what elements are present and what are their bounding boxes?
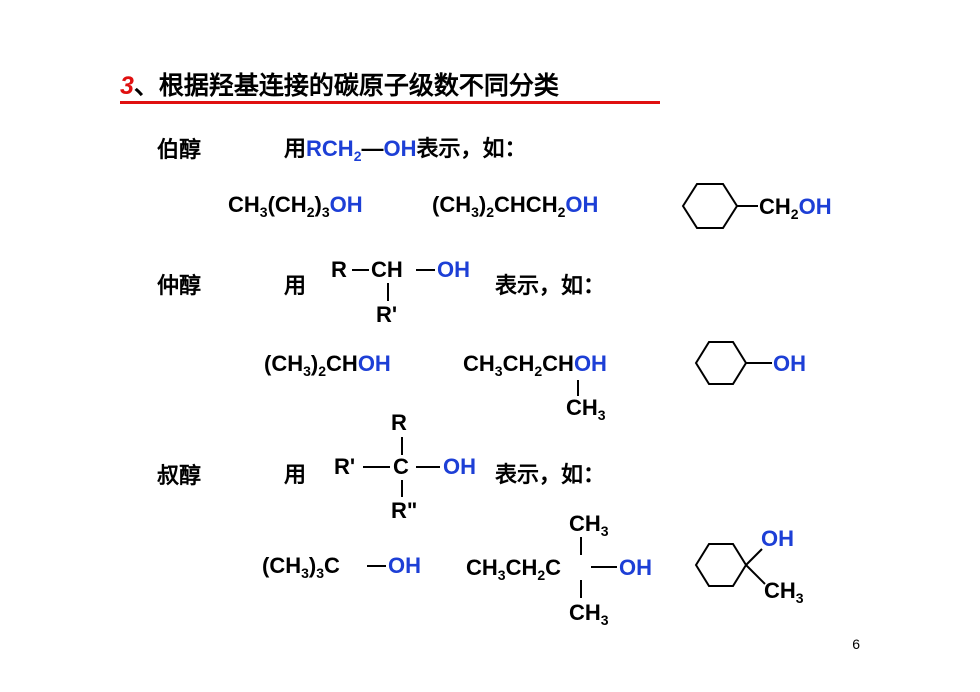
secondary-formula-r-prime: R' [376, 302, 398, 327]
tertiary-example-2-bottom: CH3 [569, 600, 609, 628]
tertiary-formula-c: C [393, 454, 409, 479]
use-word: 用 [284, 136, 307, 161]
page-number: 6 [852, 636, 860, 652]
tertiary-example-2-oh: OH [619, 555, 652, 580]
secondary-use-word: 用 [284, 273, 307, 298]
tertiary-example-2-top: CH3 [569, 511, 609, 539]
primary-example-1: CH3(CH2)3OH [228, 192, 363, 220]
title-text: 、根据羟基连接的碳原子级数不同分类 [133, 72, 559, 100]
formula-oh: OH [383, 136, 417, 161]
formula-bond: — [361, 136, 384, 161]
secondary-formula-r: R [331, 257, 347, 282]
slide-title: 3、根据羟基连接的碳原子级数不同分类 [120, 66, 559, 102]
secondary-example-2-branch: CH3 [566, 395, 606, 423]
secondary-example-2: CH3CH2CHOH [463, 351, 607, 379]
tertiary-suffix: 表示，如： [495, 462, 606, 487]
secondary-example-1: (CH3)2CHOH [264, 351, 391, 379]
secondary-alcohol-label: 仲醇 [157, 273, 202, 298]
secondary-suffix: 表示，如： [495, 273, 606, 298]
hydroxyl: OH [329, 192, 363, 217]
title-underline [120, 101, 660, 104]
primary-example-2: (CH3)2CHCH2OH [432, 192, 599, 220]
primary-alcohol-label: 伯醇 [157, 137, 202, 162]
formula-rch: RCH [306, 136, 354, 161]
title-number: 3 [120, 72, 134, 100]
secondary-formula-oh: OH [437, 257, 470, 282]
tertiary-formula-oh: OH [443, 454, 476, 479]
tertiary-formula-r-left: R' [334, 454, 356, 479]
cyclohexane-ring-primary [681, 183, 739, 229]
hydroxyl: OH [573, 351, 607, 376]
formula-suffix: 表示，如： [416, 136, 527, 161]
tertiary-example-3-oh: OH [761, 526, 794, 551]
tertiary-use-word: 用 [284, 462, 307, 487]
cyclohexane-ring-secondary [694, 341, 748, 385]
tertiary-example-1-oh: OH [388, 553, 421, 578]
hydroxyl: OH [357, 351, 391, 376]
cyclohexane-ring-tertiary [694, 543, 748, 587]
tertiary-formula-r-top: R [391, 410, 407, 435]
formula-sub: 2 [353, 148, 362, 164]
tertiary-alcohol-label: 叔醇 [157, 463, 202, 488]
tertiary-example-2-chain: CH3CH2C [466, 555, 562, 583]
tertiary-formula-r-bottom: R" [391, 498, 418, 523]
primary-example-3-substituent: CH2OH [759, 194, 832, 222]
tertiary-example-3-ch3: CH3 [764, 578, 804, 606]
secondary-example-3-oh: OH [773, 351, 806, 376]
primary-general-formula: 用RCH2—OH表示，如： [284, 131, 527, 163]
hydroxyl: OH [565, 192, 599, 217]
hydroxyl: OH [798, 194, 832, 219]
tertiary-example-1: (CH3)3C [262, 553, 340, 581]
secondary-formula-ch: CH [371, 257, 403, 282]
